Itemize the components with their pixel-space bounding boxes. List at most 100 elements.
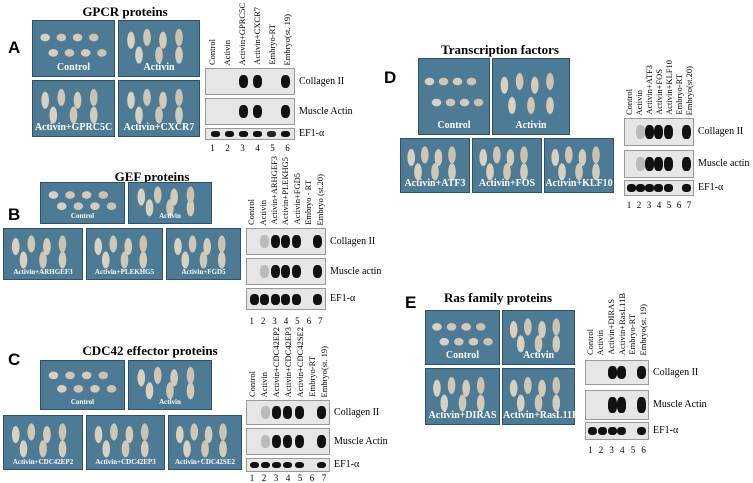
lane-number: 6 xyxy=(309,473,315,483)
photo-caption: Activin+ATF3 xyxy=(404,178,466,189)
lane-number: 4 xyxy=(620,445,625,455)
lane-number: 2 xyxy=(598,445,604,455)
lane-label: Activin+DIRAS xyxy=(606,299,617,355)
embryo-photo: Activin+PLEKHG5 xyxy=(86,228,163,280)
panel-title: GPCR proteins xyxy=(82,4,168,19)
blot-row-label: Muscle actin xyxy=(698,158,750,169)
gel-band xyxy=(270,293,280,305)
photo-caption: Activin+FGD5 xyxy=(181,268,226,276)
gel-band xyxy=(597,426,607,436)
blot-row-label: EF1-α xyxy=(330,293,356,304)
gel-band xyxy=(645,156,655,172)
lane-label: Control xyxy=(584,329,595,355)
gel-band xyxy=(250,461,260,469)
lane-number: 1 xyxy=(249,316,254,326)
blot-row xyxy=(246,458,330,472)
panel-label: B xyxy=(8,205,21,224)
embryo-photo: Activin+ATF3 xyxy=(400,138,470,193)
embryo-photo: Activin+CDC42EP2 xyxy=(3,415,83,470)
gel-band xyxy=(266,131,276,137)
lane-label: Embryo(st. 19) xyxy=(282,13,292,65)
gel-band xyxy=(654,124,664,140)
gel-band xyxy=(294,434,304,449)
lane-label: Embryo-RT xyxy=(673,74,684,115)
gel-band xyxy=(617,397,627,413)
gel-band xyxy=(681,156,691,172)
gel-band xyxy=(588,426,598,436)
blot-row-label: EF1-α xyxy=(698,182,724,193)
blot-row xyxy=(246,258,326,285)
blot-row xyxy=(585,390,649,420)
gel-band xyxy=(281,264,291,279)
lane-number: 7 xyxy=(686,200,692,210)
embryo-photo: Control xyxy=(40,182,125,224)
lane-number: 4 xyxy=(255,143,260,153)
photo-caption: Activin+RasL11B xyxy=(503,410,579,421)
gel-band xyxy=(617,426,627,436)
blot-row-label: Collagen II xyxy=(334,406,380,418)
gel-band xyxy=(260,293,270,305)
blot-row-label: Muscle Actin xyxy=(299,105,353,117)
gel-band xyxy=(281,234,291,249)
embryo-photo: Activin+CXCR7 xyxy=(118,80,200,137)
embryo-photo: Activin+KLF10 xyxy=(544,138,614,193)
lane-number: 2 xyxy=(225,143,230,153)
lane-number: 6 xyxy=(306,316,312,326)
lane-number: 1 xyxy=(249,473,255,483)
panel-label: D xyxy=(384,68,397,87)
lane-number: 3 xyxy=(240,143,245,153)
gel-band xyxy=(280,131,290,137)
lane-label: Activin+ATF3 xyxy=(643,65,654,115)
gel-band xyxy=(636,156,646,172)
gel-band xyxy=(280,104,290,119)
gel-band xyxy=(654,156,664,172)
photo-caption: Activin+CDC42SE2 xyxy=(175,458,235,466)
gel-band xyxy=(313,293,323,305)
embryo-photo: Activin xyxy=(502,310,575,365)
gel-band xyxy=(313,264,323,279)
gel-band xyxy=(238,104,248,119)
lane-label: Activin+CDC42EP3 xyxy=(282,326,293,397)
gel-band xyxy=(252,104,262,119)
lane-label: Activin xyxy=(257,199,268,226)
photo-caption: Control xyxy=(70,398,95,406)
blot-row-label: Muscle Actin xyxy=(653,399,707,410)
gel-band xyxy=(224,131,234,137)
lane-label: Activin xyxy=(595,329,606,356)
gel-band xyxy=(636,397,646,413)
photo-caption: Activin xyxy=(159,398,181,406)
gel-band xyxy=(316,461,326,469)
gel-band xyxy=(292,264,302,279)
lane-label: Embryo(st. 19) xyxy=(318,345,329,397)
gel-band xyxy=(238,131,248,137)
gel-band xyxy=(270,234,280,249)
photo-caption: Control xyxy=(437,120,471,131)
embryo-photo: Activin+CDC42SE2 xyxy=(168,415,242,470)
embryo-photo: Control xyxy=(418,58,490,135)
gel-band xyxy=(313,234,323,249)
lane-label: Control xyxy=(246,371,257,397)
panel-title: GEF proteins xyxy=(114,169,190,184)
gel-band xyxy=(261,406,271,419)
gel-band xyxy=(294,406,304,419)
lane-label: Embryo(st. 19) xyxy=(638,303,649,355)
embryo-photo: Activin xyxy=(128,182,212,224)
lane-number: 4 xyxy=(283,316,289,326)
lane-label: Activin+FOS xyxy=(653,69,664,115)
gel-band xyxy=(249,293,259,305)
gel-band xyxy=(645,184,655,192)
gel-band xyxy=(636,184,646,192)
gel-band xyxy=(636,426,646,436)
lane-number: 3 xyxy=(609,445,614,455)
gel-band xyxy=(261,461,271,469)
lane-label: Embryo (st.20) xyxy=(314,173,325,225)
lane-label: Activin+GPRC5C xyxy=(237,2,247,65)
lane-label: Control xyxy=(207,39,217,65)
lane-label: Activin+CDC42EP2 xyxy=(270,326,281,397)
lane-label: Embryo-RT xyxy=(267,24,277,65)
